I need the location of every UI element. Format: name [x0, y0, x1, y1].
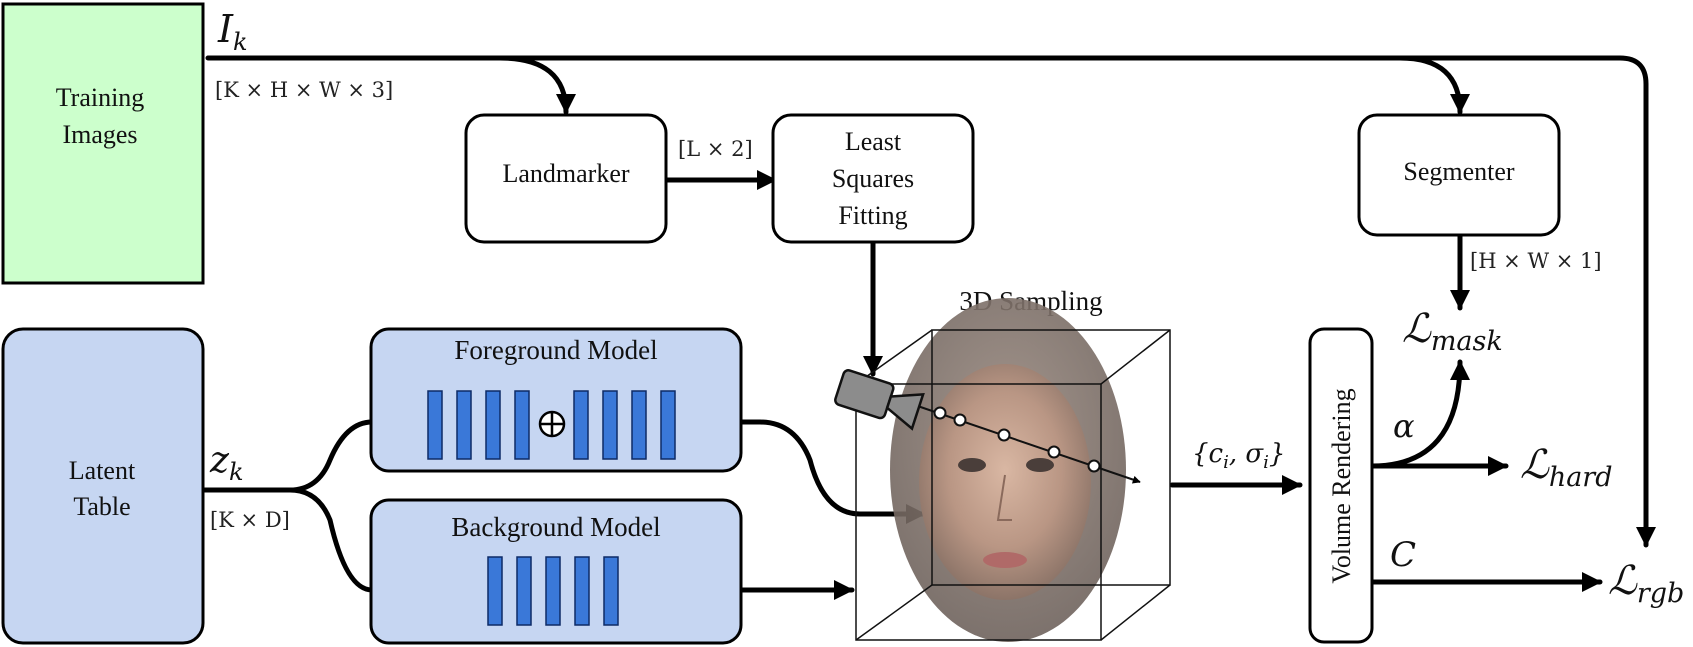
- foreground-layer-4: [514, 390, 530, 460]
- least-squares-node: Least Squares Fitting: [771, 113, 975, 244]
- least-squares-label-1: Least: [845, 127, 902, 156]
- skip-add-icon: [538, 410, 566, 438]
- foreground-model-node: Foreground Model: [369, 327, 743, 473]
- landmarker-box: [464, 113, 668, 244]
- foreground-layer-5: [573, 390, 589, 460]
- foreground-layer-8: [660, 390, 676, 460]
- loss-mask-label: ℒmask: [1402, 306, 1503, 357]
- background-model-label: Background Model: [451, 512, 660, 542]
- latent-table-label-1: Latent: [69, 456, 136, 485]
- background-layers: [487, 556, 619, 626]
- foreground-layer-7: [631, 390, 647, 460]
- loss-rgb-label: ℒrgb: [1608, 558, 1684, 609]
- background-layer-3: [545, 556, 561, 626]
- camera-icon: [834, 369, 925, 431]
- least-squares-label-2: Squares: [832, 164, 914, 193]
- volume-rendering-box: [1308, 327, 1374, 644]
- training-images-label-2: Images: [62, 120, 137, 149]
- sampling-node: 3D Sampling: [834, 286, 1171, 642]
- training-images-label-1: Training: [56, 83, 145, 112]
- latent-table-box: [1, 327, 205, 645]
- edge-fg-to-sampling: [672, 419, 927, 524]
- edge-images-to-segmenter: [1397, 55, 1470, 115]
- images-dim-label: [K × H × W × 3]: [215, 78, 393, 102]
- background-layer-2: [516, 556, 532, 626]
- latent-table-node: Latent Table: [1, 327, 205, 645]
- background-layer-4: [574, 556, 590, 626]
- volume-rendering-label: Volume Rendering: [1327, 388, 1356, 583]
- landmarker-node: Landmarker: [464, 113, 668, 244]
- edge-volume-to-mask: [1369, 359, 1470, 469]
- foreground-layers: [427, 390, 676, 460]
- least-squares-label-3: Fitting: [838, 201, 907, 230]
- landmarker-label: Landmarker: [502, 159, 629, 188]
- foreground-layer-2: [456, 390, 472, 460]
- training-images-node: Training Images: [1, 2, 205, 285]
- foreground-model-label: Foreground Model: [454, 335, 657, 365]
- latent-var-label: zk: [209, 440, 244, 486]
- color-label: C: [1390, 535, 1416, 575]
- segmenter-node: Segmenter: [1357, 113, 1561, 237]
- images-var-label: Ik: [217, 7, 248, 56]
- least-squares-box: [771, 113, 975, 244]
- edge-latent-to-foreground: [199, 412, 428, 493]
- edge-latent-to-background: [287, 487, 488, 600]
- mask-dim-label: [H × W × 1]: [1470, 249, 1602, 273]
- edge-images-to-landmarker: [497, 55, 576, 115]
- samples-label: {ci, σi}: [1192, 439, 1285, 473]
- camera-ray: [899, 399, 1141, 484]
- edge-images-bus: [205, 55, 1656, 548]
- latent-table-label-2: Table: [73, 492, 130, 521]
- landmark-dim-label: [L × 2]: [678, 137, 753, 161]
- segmenter-label: Segmenter: [1403, 157, 1515, 186]
- foreground-layer-1: [427, 390, 443, 460]
- alpha-label: α: [1393, 407, 1415, 445]
- segmenter-box: [1357, 113, 1561, 237]
- foreground-layer-3: [485, 390, 501, 460]
- background-layer-5: [603, 556, 619, 626]
- volume-rendering-node: Volume Rendering: [1308, 327, 1374, 644]
- background-model-node: Background Model: [369, 498, 743, 645]
- background-layer-1: [487, 556, 503, 626]
- loss-hard-label: ℒhard: [1520, 442, 1613, 493]
- foreground-layer-6: [602, 390, 618, 460]
- training-images-box: [1, 2, 205, 285]
- sampling-cube: [855, 329, 1171, 641]
- latent-dim-label: [K × D]: [210, 508, 290, 532]
